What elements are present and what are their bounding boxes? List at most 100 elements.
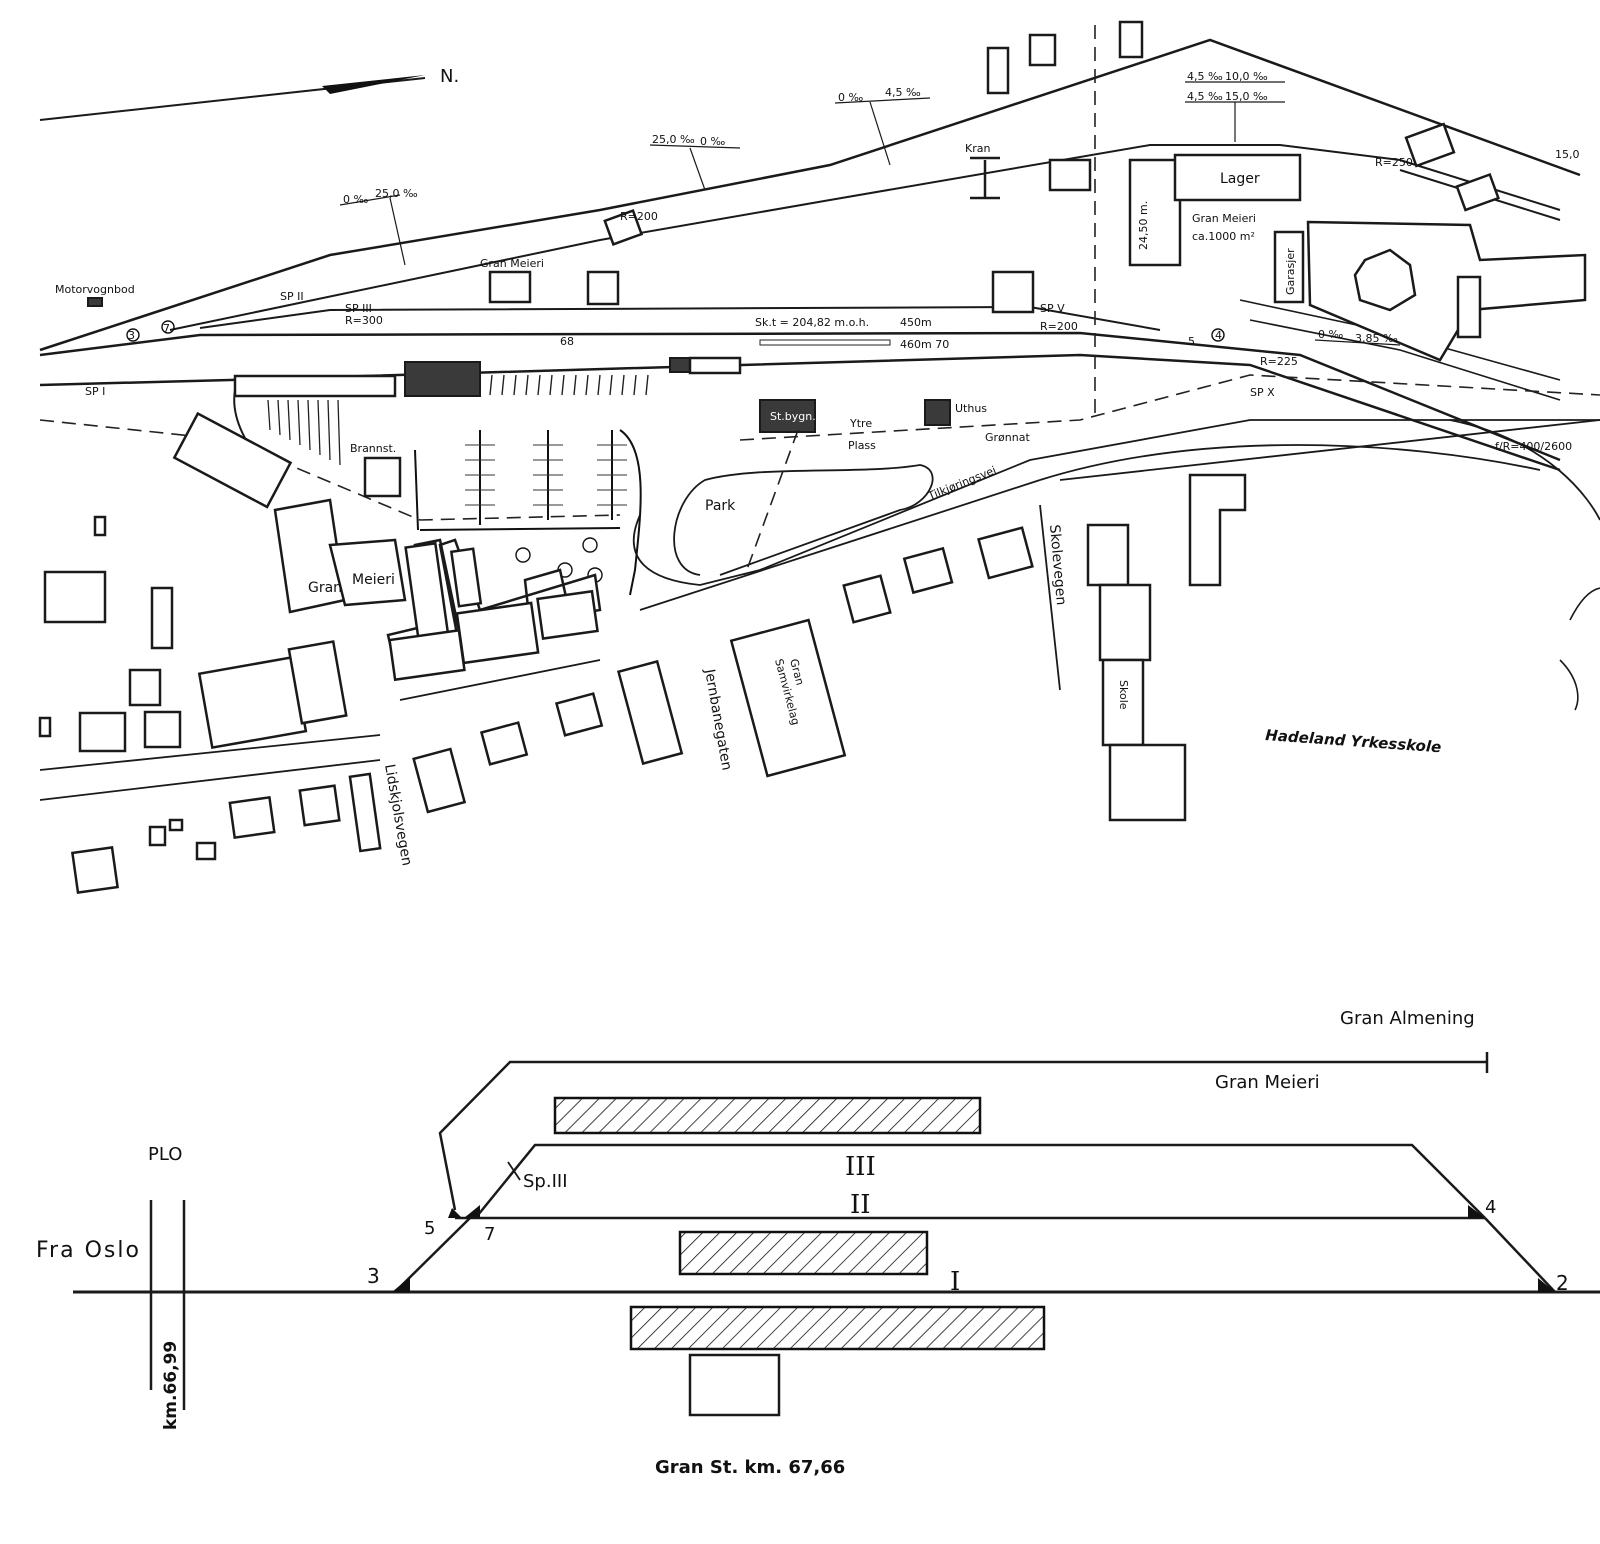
road-stub-2 — [1559, 659, 1579, 711]
skole-north — [1086, 523, 1130, 587]
label-track-ii: II — [850, 1190, 871, 1220]
building-n7 — [1118, 20, 1144, 59]
boundary-east — [739, 374, 1600, 441]
road-stub-1 — [1569, 587, 1600, 621]
ytre-label: Ytre — [849, 417, 872, 430]
house-w12 — [195, 841, 217, 861]
platform-shed — [233, 374, 397, 398]
label-sp3: SP III — [345, 302, 372, 315]
label-r200: R=200 — [620, 210, 658, 223]
platform-hatching — [477, 374, 649, 396]
house-w16 — [412, 747, 467, 814]
park-loop — [673, 464, 934, 576]
label-fra-oslo: Fra Oslo — [36, 1238, 141, 1263]
label-sp1: SP I — [85, 385, 105, 398]
siding-lager — [169, 144, 1561, 331]
label-len2: 460m 70 — [900, 338, 949, 351]
house-w19 — [616, 659, 684, 766]
building-n3 — [603, 208, 644, 246]
label-68: 68 — [560, 335, 574, 348]
site-plan: N. St.bygn. Uthus Plass — [38, 20, 1600, 895]
frog-2 — [1538, 1278, 1555, 1292]
house-w13 — [228, 795, 276, 840]
label-switch-5: 5 — [424, 1218, 435, 1239]
park-label: Park — [705, 498, 736, 514]
building-brannst — [363, 456, 402, 498]
building-n5 — [986, 46, 1010, 95]
house-w18 — [554, 692, 604, 737]
siding-garasjer-2 — [1249, 319, 1561, 401]
building-gran-meieri: Gran Meieri — [273, 498, 407, 614]
building-samvirkelag: Gran Samvirkelag — [729, 618, 847, 778]
track-iii — [477, 1143, 1486, 1219]
house-e3 — [977, 526, 1034, 580]
house-w5 — [143, 710, 182, 749]
road-mid — [399, 659, 601, 701]
building-motorvognbod — [87, 297, 103, 307]
label-track-i: I — [950, 1267, 960, 1297]
house-w2 — [150, 586, 174, 650]
parking-stalls — [465, 444, 627, 506]
house-w14 — [298, 784, 341, 827]
house-w17 — [479, 721, 529, 766]
label-switch-2: 2 — [1556, 1271, 1569, 1295]
crane-label: Kran — [965, 142, 990, 155]
grad-5a: 4,5 ‰ — [1187, 90, 1223, 103]
small-shed — [669, 357, 691, 373]
house-w6 — [38, 716, 52, 738]
platform-marker — [759, 339, 891, 346]
house-e1 — [842, 574, 892, 624]
roads: Park — [39, 419, 1600, 801]
road-skolevegen — [1039, 504, 1061, 691]
house-w4 — [78, 711, 127, 753]
building-garasjer — [1273, 230, 1305, 304]
building-yrkesskole — [1188, 473, 1247, 587]
building-e1 — [1456, 275, 1482, 339]
platform-mid — [678, 1230, 929, 1276]
track-diagram: Gran Almening Gran Meieri PLO Fra Oslo S… — [36, 1008, 1600, 1478]
building-c4 — [536, 589, 599, 640]
road-west — [39, 759, 381, 801]
crossover-east — [1484, 1217, 1556, 1293]
building-angled — [172, 411, 293, 509]
boundary-west — [39, 419, 621, 521]
road-curve — [1039, 444, 1541, 481]
upper-track — [39, 38, 1581, 352]
frog-4 — [1468, 1205, 1485, 1218]
house-w10 — [148, 825, 167, 847]
building-tiny — [93, 515, 107, 537]
grad-5b: 15,0 ‰ — [1225, 90, 1268, 103]
label-sp2: SP II — [280, 290, 304, 303]
house-w8 — [287, 640, 348, 725]
stair-hatching — [267, 399, 341, 466]
road-main — [639, 479, 1041, 611]
crane: Kran — [965, 142, 1000, 200]
outhouse-label: Uthus — [955, 402, 987, 415]
road-tilkjoring — [633, 419, 1600, 586]
house-e2 — [902, 546, 954, 595]
house-w11 — [168, 818, 184, 832]
building-c3 — [455, 601, 540, 665]
label-plo: PLO — [148, 1144, 182, 1165]
skole-link — [1098, 583, 1152, 662]
kiosk — [688, 356, 742, 375]
label-km-plo: km.66,99 — [161, 1341, 181, 1430]
grad-4a: 4,5 ‰ — [1187, 70, 1223, 83]
meieri-label-1: Gran — [308, 580, 342, 596]
house-w1 — [43, 570, 107, 624]
gronnat-label: Grønnat — [985, 431, 1030, 444]
label-meieri-small: Gran Meieri — [480, 257, 544, 270]
label-motorvognbod: Motorvognbod — [55, 283, 135, 296]
north-arrow: N. — [39, 66, 459, 121]
grad-1a: 0 ‰ — [343, 193, 368, 206]
plass-label: Plass — [848, 439, 876, 452]
platform-meieri — [553, 1096, 982, 1135]
house-w3 — [128, 668, 162, 707]
skole-south — [1108, 743, 1187, 822]
skole-main — [1101, 658, 1145, 747]
building-n4 — [1048, 158, 1092, 192]
label-c2: 7 — [163, 322, 170, 335]
frog-3 — [392, 1277, 410, 1292]
label-track-iii: III — [845, 1152, 876, 1182]
